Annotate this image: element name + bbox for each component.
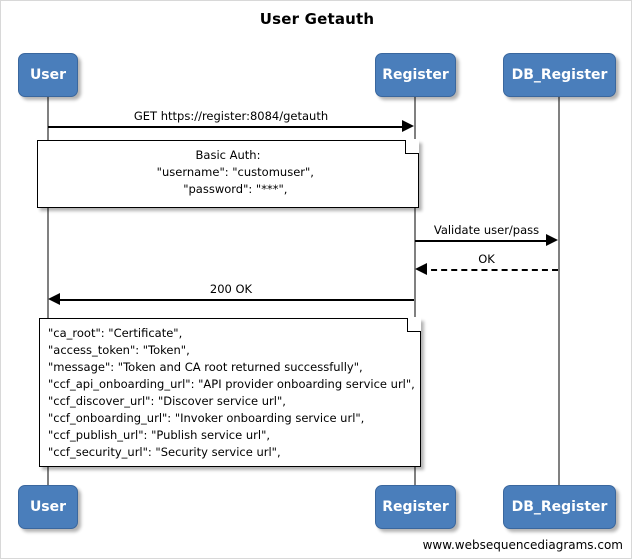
actor-db-register-bottom[interactable]: DB_Register	[503, 485, 616, 529]
lifeline-db-register	[558, 97, 560, 493]
note-fold-icon	[405, 139, 419, 154]
watermark-footer: www.websequencediagrams.com	[422, 538, 623, 552]
basic-auth-note: Basic Auth: "username": "customuser", "p…	[37, 139, 419, 208]
actor-label: Register	[382, 499, 449, 515]
message-line-ok	[421, 269, 558, 271]
message-arrowhead-200-ok	[48, 293, 60, 305]
message-line-get	[48, 126, 408, 128]
message-label-ok: OK	[478, 252, 495, 266]
note-line: "ccf_publish_url": "Publish service url"…	[48, 428, 271, 442]
actor-label: User	[29, 499, 67, 515]
actor-register-bottom[interactable]: Register	[375, 485, 456, 529]
message-label-get: GET https://register:8084/getauth	[133, 109, 329, 123]
note-line: "ccf_api_onboarding_url": "API provider …	[48, 377, 415, 391]
actor-db-register-top[interactable]: DB_Register	[503, 53, 616, 97]
note-line: Basic Auth:	[195, 148, 261, 162]
actor-label: DB_Register	[511, 67, 608, 83]
note-line: "username": "customuser",	[142, 165, 314, 179]
note-line: "ccf_onboarding_url": "Invoker onboardin…	[48, 411, 365, 425]
note-line: "password": "***",	[168, 182, 288, 196]
note-line: "access_token": "Token",	[48, 343, 190, 357]
message-arrowhead-validate	[546, 234, 558, 246]
message-arrowhead-ok	[415, 263, 427, 275]
note-line: "ccf_security_url": "Security service ur…	[48, 445, 281, 459]
note-line: "message": "Token and CA root returned s…	[48, 360, 363, 374]
actor-user-top[interactable]: User	[18, 53, 78, 97]
actor-label: User	[29, 67, 67, 83]
message-line-validate	[415, 240, 552, 242]
message-label-validate: Validate user/pass	[433, 223, 540, 237]
note-line: "ccf_discover_url": "Discover service ur…	[48, 394, 286, 408]
response-payload-note: "ca_root": "Certificate", "access_token"…	[39, 317, 421, 467]
actor-label: Register	[382, 67, 449, 83]
message-line-200-ok	[54, 299, 414, 301]
note-fold-icon	[407, 317, 421, 332]
actor-label: DB_Register	[511, 499, 608, 515]
actor-user-bottom[interactable]: User	[18, 485, 78, 529]
note-line: "ca_root": "Certificate",	[48, 326, 183, 340]
message-label-200-ok: 200 OK	[209, 282, 253, 296]
message-arrowhead-get	[402, 120, 414, 132]
page-title: User Getauth	[259, 10, 375, 28]
actor-register-top[interactable]: Register	[375, 53, 456, 97]
lifeline-register	[414, 97, 416, 493]
